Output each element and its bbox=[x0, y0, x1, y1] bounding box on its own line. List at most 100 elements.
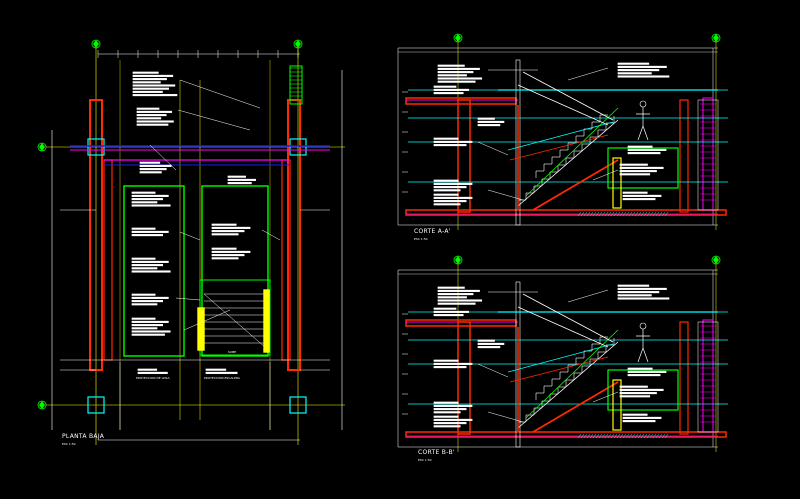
plan-note bbox=[132, 81, 161, 84]
grid-bubble-marker bbox=[455, 34, 461, 42]
ground-hatch bbox=[583, 433, 588, 439]
section-note bbox=[627, 367, 653, 370]
section-note bbox=[433, 359, 459, 362]
section-note bbox=[619, 173, 651, 176]
grid-bubble-marker bbox=[39, 143, 45, 151]
section-note bbox=[619, 163, 648, 166]
leader-line bbox=[487, 189, 524, 201]
plan-view-planta-baja bbox=[37, 39, 345, 445]
ground-hatch bbox=[625, 211, 630, 217]
ground-hatch bbox=[616, 433, 621, 439]
plan-note bbox=[131, 320, 169, 323]
column-box bbox=[87, 396, 105, 414]
slab-projection-label: PROYECCION DE LOSA bbox=[136, 376, 170, 380]
ground-hatch bbox=[631, 433, 636, 439]
ground-hatch bbox=[652, 433, 657, 439]
section-note bbox=[433, 137, 459, 140]
section-note bbox=[477, 346, 501, 349]
grid-bubble-marker bbox=[295, 40, 301, 48]
ground-hatch bbox=[652, 211, 657, 217]
ground-hatch bbox=[586, 433, 591, 439]
section-note bbox=[619, 166, 664, 169]
section-note bbox=[617, 294, 652, 297]
plan-note bbox=[131, 327, 158, 330]
ground-hatch bbox=[661, 433, 666, 439]
plan-note bbox=[211, 233, 239, 236]
slab-upper bbox=[405, 319, 517, 327]
section-note bbox=[433, 307, 457, 310]
ground-hatch bbox=[628, 433, 633, 439]
stair-slab-red bbox=[532, 381, 619, 433]
section-note bbox=[433, 404, 473, 407]
plan-note bbox=[131, 201, 158, 204]
leader-line bbox=[261, 229, 281, 241]
ground-hatch bbox=[604, 211, 609, 217]
ground-hatch bbox=[589, 433, 594, 439]
grid-bubble-marker bbox=[93, 40, 99, 48]
room-outline-left bbox=[123, 185, 185, 357]
leader-line bbox=[179, 79, 261, 109]
section-note bbox=[433, 193, 459, 196]
section-note bbox=[433, 140, 473, 143]
stair-slab bbox=[517, 84, 609, 126]
ground-hatch bbox=[631, 211, 636, 217]
ground-hatch bbox=[607, 211, 612, 217]
ground-hatch bbox=[598, 211, 603, 217]
slab-ground bbox=[405, 431, 727, 438]
ground-hatch bbox=[655, 433, 660, 439]
stair-projection-label: PROYECCION ESCALERA bbox=[204, 376, 240, 380]
ground-hatch bbox=[592, 211, 597, 217]
section-note bbox=[619, 170, 657, 173]
section-note bbox=[437, 67, 480, 70]
stair-stringer bbox=[612, 379, 622, 431]
section-note bbox=[477, 339, 495, 342]
plan-note bbox=[227, 182, 252, 185]
section-a-scale: ESC 1:50 bbox=[414, 237, 428, 241]
slab-ground bbox=[405, 209, 727, 216]
ground-hatch bbox=[601, 211, 606, 217]
section-note bbox=[619, 392, 657, 395]
plan-note bbox=[131, 296, 169, 299]
plan-note bbox=[227, 178, 257, 181]
plan-title: PLANTA BAJA bbox=[62, 433, 105, 440]
section-note bbox=[433, 179, 459, 182]
section-note bbox=[433, 408, 467, 411]
plan-note bbox=[131, 303, 158, 306]
stair-up-label: SUBE bbox=[228, 350, 237, 354]
ground-hatch bbox=[658, 211, 663, 217]
plan-note bbox=[211, 254, 245, 257]
section-column bbox=[457, 99, 471, 213]
section-note bbox=[619, 385, 648, 388]
plan-note bbox=[211, 247, 237, 250]
section-b-scale: ESC 1:50 bbox=[418, 458, 432, 462]
plan-note bbox=[131, 333, 165, 336]
room-outline-right bbox=[201, 185, 269, 357]
section-note bbox=[433, 85, 457, 88]
plan-note bbox=[211, 230, 245, 233]
plan-note bbox=[137, 368, 158, 371]
ground-hatch bbox=[595, 211, 600, 217]
elevation-panel bbox=[697, 321, 719, 433]
section-note bbox=[627, 148, 667, 151]
ground-hatch bbox=[577, 211, 582, 217]
plan-note bbox=[131, 230, 169, 233]
wall-left bbox=[103, 159, 113, 361]
stair-arrow bbox=[203, 293, 267, 349]
plan-note bbox=[131, 293, 156, 296]
leader-line bbox=[592, 391, 619, 403]
plan-note bbox=[132, 94, 178, 97]
ground-hatch bbox=[628, 211, 633, 217]
plan-note bbox=[136, 117, 162, 120]
section-column bbox=[679, 99, 689, 213]
section-note bbox=[433, 144, 467, 147]
section-note bbox=[433, 425, 461, 428]
plan-note bbox=[131, 194, 169, 197]
column-box bbox=[289, 138, 307, 156]
plan-note bbox=[211, 257, 239, 260]
ground-hatch bbox=[634, 433, 639, 439]
section-note bbox=[617, 297, 670, 300]
leader-line bbox=[179, 231, 201, 241]
section-note bbox=[433, 401, 459, 404]
section-note bbox=[433, 200, 467, 203]
section-note bbox=[619, 395, 651, 398]
